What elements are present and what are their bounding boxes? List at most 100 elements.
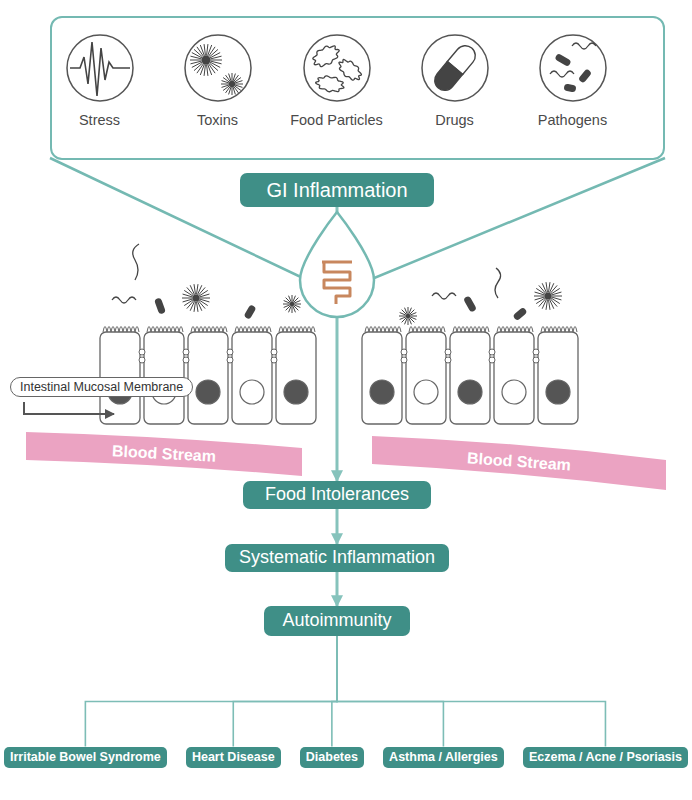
epithelial-cell xyxy=(279,327,315,333)
pathogen-icon xyxy=(550,71,574,77)
node-label: Stress xyxy=(79,112,120,128)
epithelial-cell xyxy=(533,327,578,425)
toxin-icon xyxy=(221,73,243,95)
icon-circle xyxy=(304,35,370,101)
epithelial-cell xyxy=(445,327,490,425)
condition-pill: Asthma / Allergies xyxy=(383,747,504,768)
microbe xyxy=(512,307,527,321)
epithelial-cell xyxy=(276,332,316,424)
pathogen-icon xyxy=(572,43,596,49)
stage-pill: Autoimmunity xyxy=(264,606,409,636)
epithelial-cell xyxy=(489,349,495,355)
node-label: Irritable Bowel Syndrome xyxy=(10,750,161,764)
microbe xyxy=(290,302,295,307)
epithelial-cell xyxy=(489,327,534,425)
epithelial-cell xyxy=(365,327,401,333)
epithelial-cell xyxy=(139,357,145,363)
pathogen-icon xyxy=(578,68,592,83)
node-label: Toxins xyxy=(197,112,238,128)
node-label: Food Intolerances xyxy=(265,484,409,504)
microbe xyxy=(463,295,477,312)
microbe xyxy=(182,284,210,312)
condition-pill: Heart Disease xyxy=(186,747,281,768)
epithelial-cell xyxy=(409,327,445,333)
epithelial-cell xyxy=(147,327,183,333)
epithelial-cell xyxy=(227,327,272,425)
epithelial-cell xyxy=(502,380,526,404)
epithelial-cell xyxy=(458,380,482,404)
icon-circle xyxy=(185,35,251,101)
node-label: Intestinal Mucosal Membrane xyxy=(20,380,183,394)
toxin-icon xyxy=(202,56,211,65)
drop-icon xyxy=(300,212,374,317)
flow-arrow xyxy=(335,572,338,606)
epithelial-cell xyxy=(401,349,407,355)
node-label: Drugs xyxy=(435,112,474,128)
epithelial-cell xyxy=(533,349,539,355)
epithelial-cell xyxy=(271,327,316,425)
cause-panel: StressToxinsFood ParticlesDrugsPathogens xyxy=(50,16,665,160)
microbe xyxy=(192,294,199,301)
node-label: Autoimmunity xyxy=(282,610,391,630)
stage-pill: Systematic Inflammation xyxy=(225,544,449,572)
tree-line xyxy=(233,636,337,747)
node-label: GI Inflammation xyxy=(266,179,407,201)
epithelial-cell xyxy=(284,380,308,404)
node-label: Systematic Inflammation xyxy=(239,547,435,567)
microbe xyxy=(283,295,301,313)
epithelial-cell xyxy=(271,357,277,363)
microbe xyxy=(399,307,417,325)
epithelial-cell xyxy=(103,327,139,333)
epithelial-cell xyxy=(191,327,227,333)
epithelial-cell xyxy=(406,332,446,424)
epithelial-cell xyxy=(183,357,189,363)
epithelial-cell xyxy=(362,327,402,425)
microbe xyxy=(182,284,210,312)
toxin-icon xyxy=(190,44,222,76)
icon-circle xyxy=(540,35,606,101)
pathogen-icon xyxy=(554,53,571,67)
pathogen-icon xyxy=(563,84,576,93)
intestine-icon xyxy=(322,262,352,304)
toxin-icon xyxy=(221,73,243,95)
epithelial-cell xyxy=(497,327,533,333)
tree-line xyxy=(85,636,337,747)
callout-box: Intestinal Mucosal Membrane xyxy=(10,377,193,397)
epithelial-cell xyxy=(489,357,495,363)
epithelial-cell xyxy=(188,332,228,424)
epithelial-cell xyxy=(541,327,577,333)
epithelial-cell xyxy=(445,349,451,355)
epithelial-cell xyxy=(183,349,189,355)
epithelial-cell xyxy=(453,327,489,333)
capsule-icon xyxy=(431,42,480,95)
flow-arrow xyxy=(336,509,339,544)
tree-line xyxy=(337,636,443,747)
epithelial-cell xyxy=(196,380,220,404)
condition-pill: Irritable Bowel Syndrome xyxy=(4,747,167,768)
epithelial-cell xyxy=(362,332,402,424)
microbe xyxy=(534,282,562,310)
epithelial-cell xyxy=(370,380,394,404)
food-particle-icon xyxy=(309,41,343,70)
node-label: Heart Disease xyxy=(192,750,275,764)
node-label: Eczema / Acne / Psoriasis xyxy=(529,750,682,764)
food-particle-icon xyxy=(315,74,346,94)
leader-arrow xyxy=(24,402,114,414)
stress-icon xyxy=(70,42,130,96)
icon-circle xyxy=(422,35,488,101)
node-label: Asthma / Allergies xyxy=(389,750,498,764)
icon-circle xyxy=(67,35,133,101)
epithelial-cell xyxy=(235,327,271,333)
epithelial-cell xyxy=(401,327,446,425)
epithelial-cell xyxy=(494,332,534,424)
toxin-icon xyxy=(229,81,235,87)
tree-line xyxy=(337,636,605,747)
epithelial-cell xyxy=(546,380,570,404)
epithelial-cell xyxy=(533,357,539,363)
node-label: Food Particles xyxy=(290,112,383,128)
microbe xyxy=(406,314,411,319)
condition-pill: Diabetes xyxy=(300,747,364,768)
toxin-icon xyxy=(190,44,222,76)
epithelial-cell xyxy=(227,357,233,363)
